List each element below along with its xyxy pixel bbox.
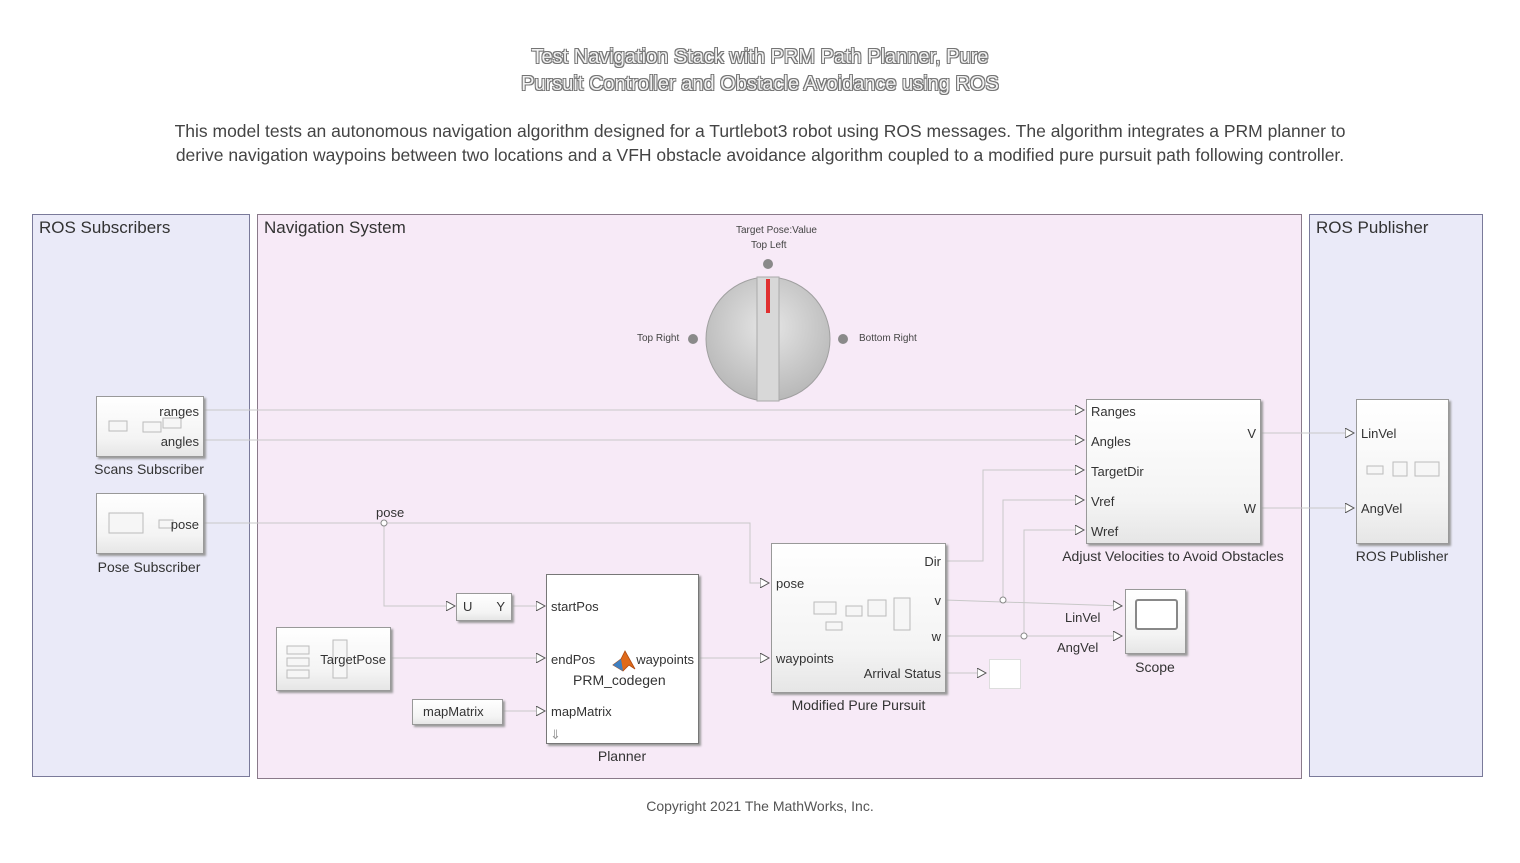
knob-label-top: Top Left [751, 240, 787, 251]
avoid-port-w: W [1243, 501, 1256, 516]
pose-subscriber-block[interactable]: pose [96, 493, 204, 554]
scans-port-angles: angles [160, 434, 199, 449]
subsystem-icon [108, 417, 182, 433]
description-line2: derive navigation waypoins between two l… [175, 145, 1345, 165]
pose-signal-label: pose [376, 505, 405, 520]
avoid-port-v: V [1247, 426, 1256, 441]
planner-function-name: PRM_codegen [573, 672, 666, 688]
description-line1: This model tests an autonomous navigatio… [174, 121, 1346, 141]
unit-conversion-block[interactable]: U Y [456, 593, 512, 621]
target-pose-block[interactable]: TargetPose [276, 627, 391, 691]
planner-port-waypoints: waypoints [636, 652, 694, 667]
pp-port-pose: pose [776, 576, 805, 591]
avoid-obstacles-block[interactable]: Ranges Angles TargetDir Vref Wref V W [1086, 399, 1261, 544]
knob-label-left: Top Right [637, 333, 680, 344]
planner-label: Planner [597, 748, 647, 764]
target-pose-port: TargetPose [320, 652, 386, 667]
diagram-title-line2: Pursuit Controller and Obstacle Avoidanc… [521, 73, 999, 95]
scope-input-linvel: LinVel [1065, 610, 1101, 625]
knob-grip [756, 276, 780, 402]
matlab-logo-icon [612, 650, 636, 672]
pp-port-dir: Dir [924, 554, 941, 569]
area-title-subscribers: ROS Subscribers [39, 218, 171, 237]
knob-label-right: Bottom Right [859, 333, 917, 344]
avoid-port-wref: Wref [1091, 524, 1119, 539]
area-ros-subscribers: ROS Subscribers [32, 214, 250, 777]
knob-tick-top [763, 259, 773, 269]
subsystem-icon [108, 512, 174, 534]
publisher-port-angvel: AngVel [1361, 501, 1403, 516]
planner-port-mapmatrix: mapMatrix [551, 704, 612, 719]
planner-port-endpos: endPos [551, 652, 596, 667]
subsystem-icon [286, 639, 348, 679]
knob-tick-left [688, 334, 698, 344]
avoid-port-vref: Vref [1091, 494, 1115, 509]
knob-header: Target Pose:Value [736, 225, 817, 236]
target-pose-knob[interactable] [680, 255, 860, 405]
map-matrix-block[interactable]: mapMatrix [412, 699, 503, 725]
avoid-port-angles: Angles [1091, 434, 1131, 449]
planner-block[interactable]: startPos endPos mapMatrix waypoints PRM_… [546, 574, 699, 744]
area-title-navigation: Navigation System [264, 218, 406, 237]
subsystem-icon [813, 597, 911, 631]
uy-port-y: Y [496, 599, 505, 614]
knob-tick-right [838, 334, 848, 344]
scope-screen-icon [1135, 599, 1178, 630]
copyright: Copyright 2021 The MathWorks, Inc. [646, 798, 874, 814]
scope-block[interactable] [1125, 589, 1186, 654]
pose-sub-port-pose: pose [170, 517, 199, 532]
pp-port-arrival: Arrival Status [863, 666, 941, 681]
pure-pursuit-block[interactable]: pose waypoints Dir v w Arrival Status [771, 543, 946, 693]
ros-publisher-block[interactable]: LinVel AngVel [1356, 399, 1449, 544]
scope-input-angvel: AngVel [1057, 640, 1099, 655]
planner-port-startpos: startPos [551, 599, 599, 614]
pp-port-waypoints: waypoints [776, 651, 834, 666]
knob-pointer [766, 279, 770, 313]
subsystem-icon [1366, 461, 1440, 477]
publisher-port-linvel: LinVel [1361, 426, 1397, 441]
uy-port-u: U [463, 599, 473, 614]
pp-port-v: v [934, 593, 942, 608]
scans-subscriber-label: Scans Subscriber [94, 461, 204, 477]
map-matrix-text: mapMatrix [423, 704, 484, 719]
avoid-port-ranges: Ranges [1091, 404, 1136, 419]
scans-port-ranges: ranges [159, 404, 199, 419]
pp-port-w: w [931, 629, 941, 644]
scope-label: Scope [1135, 659, 1175, 675]
arrival-status-display[interactable] [989, 659, 1021, 689]
diagram-title-line1: Test Navigation Stack with PRM Path Plan… [531, 46, 989, 68]
avoid-port-targetdir: TargetDir [1091, 464, 1144, 479]
ros-publisher-label: ROS Publisher [1355, 548, 1449, 564]
pure-pursuit-label: Modified Pure Pursuit [791, 697, 926, 713]
avoid-obstacles-label: Adjust Velocities to Avoid Obstacles [1062, 548, 1284, 564]
pose-subscriber-label: Pose Subscriber [97, 559, 201, 575]
scans-subscriber-block[interactable]: ranges angles [96, 396, 204, 457]
down-arrow-icon: ⇓ [550, 727, 561, 742]
area-title-publisher: ROS Publisher [1316, 218, 1429, 237]
